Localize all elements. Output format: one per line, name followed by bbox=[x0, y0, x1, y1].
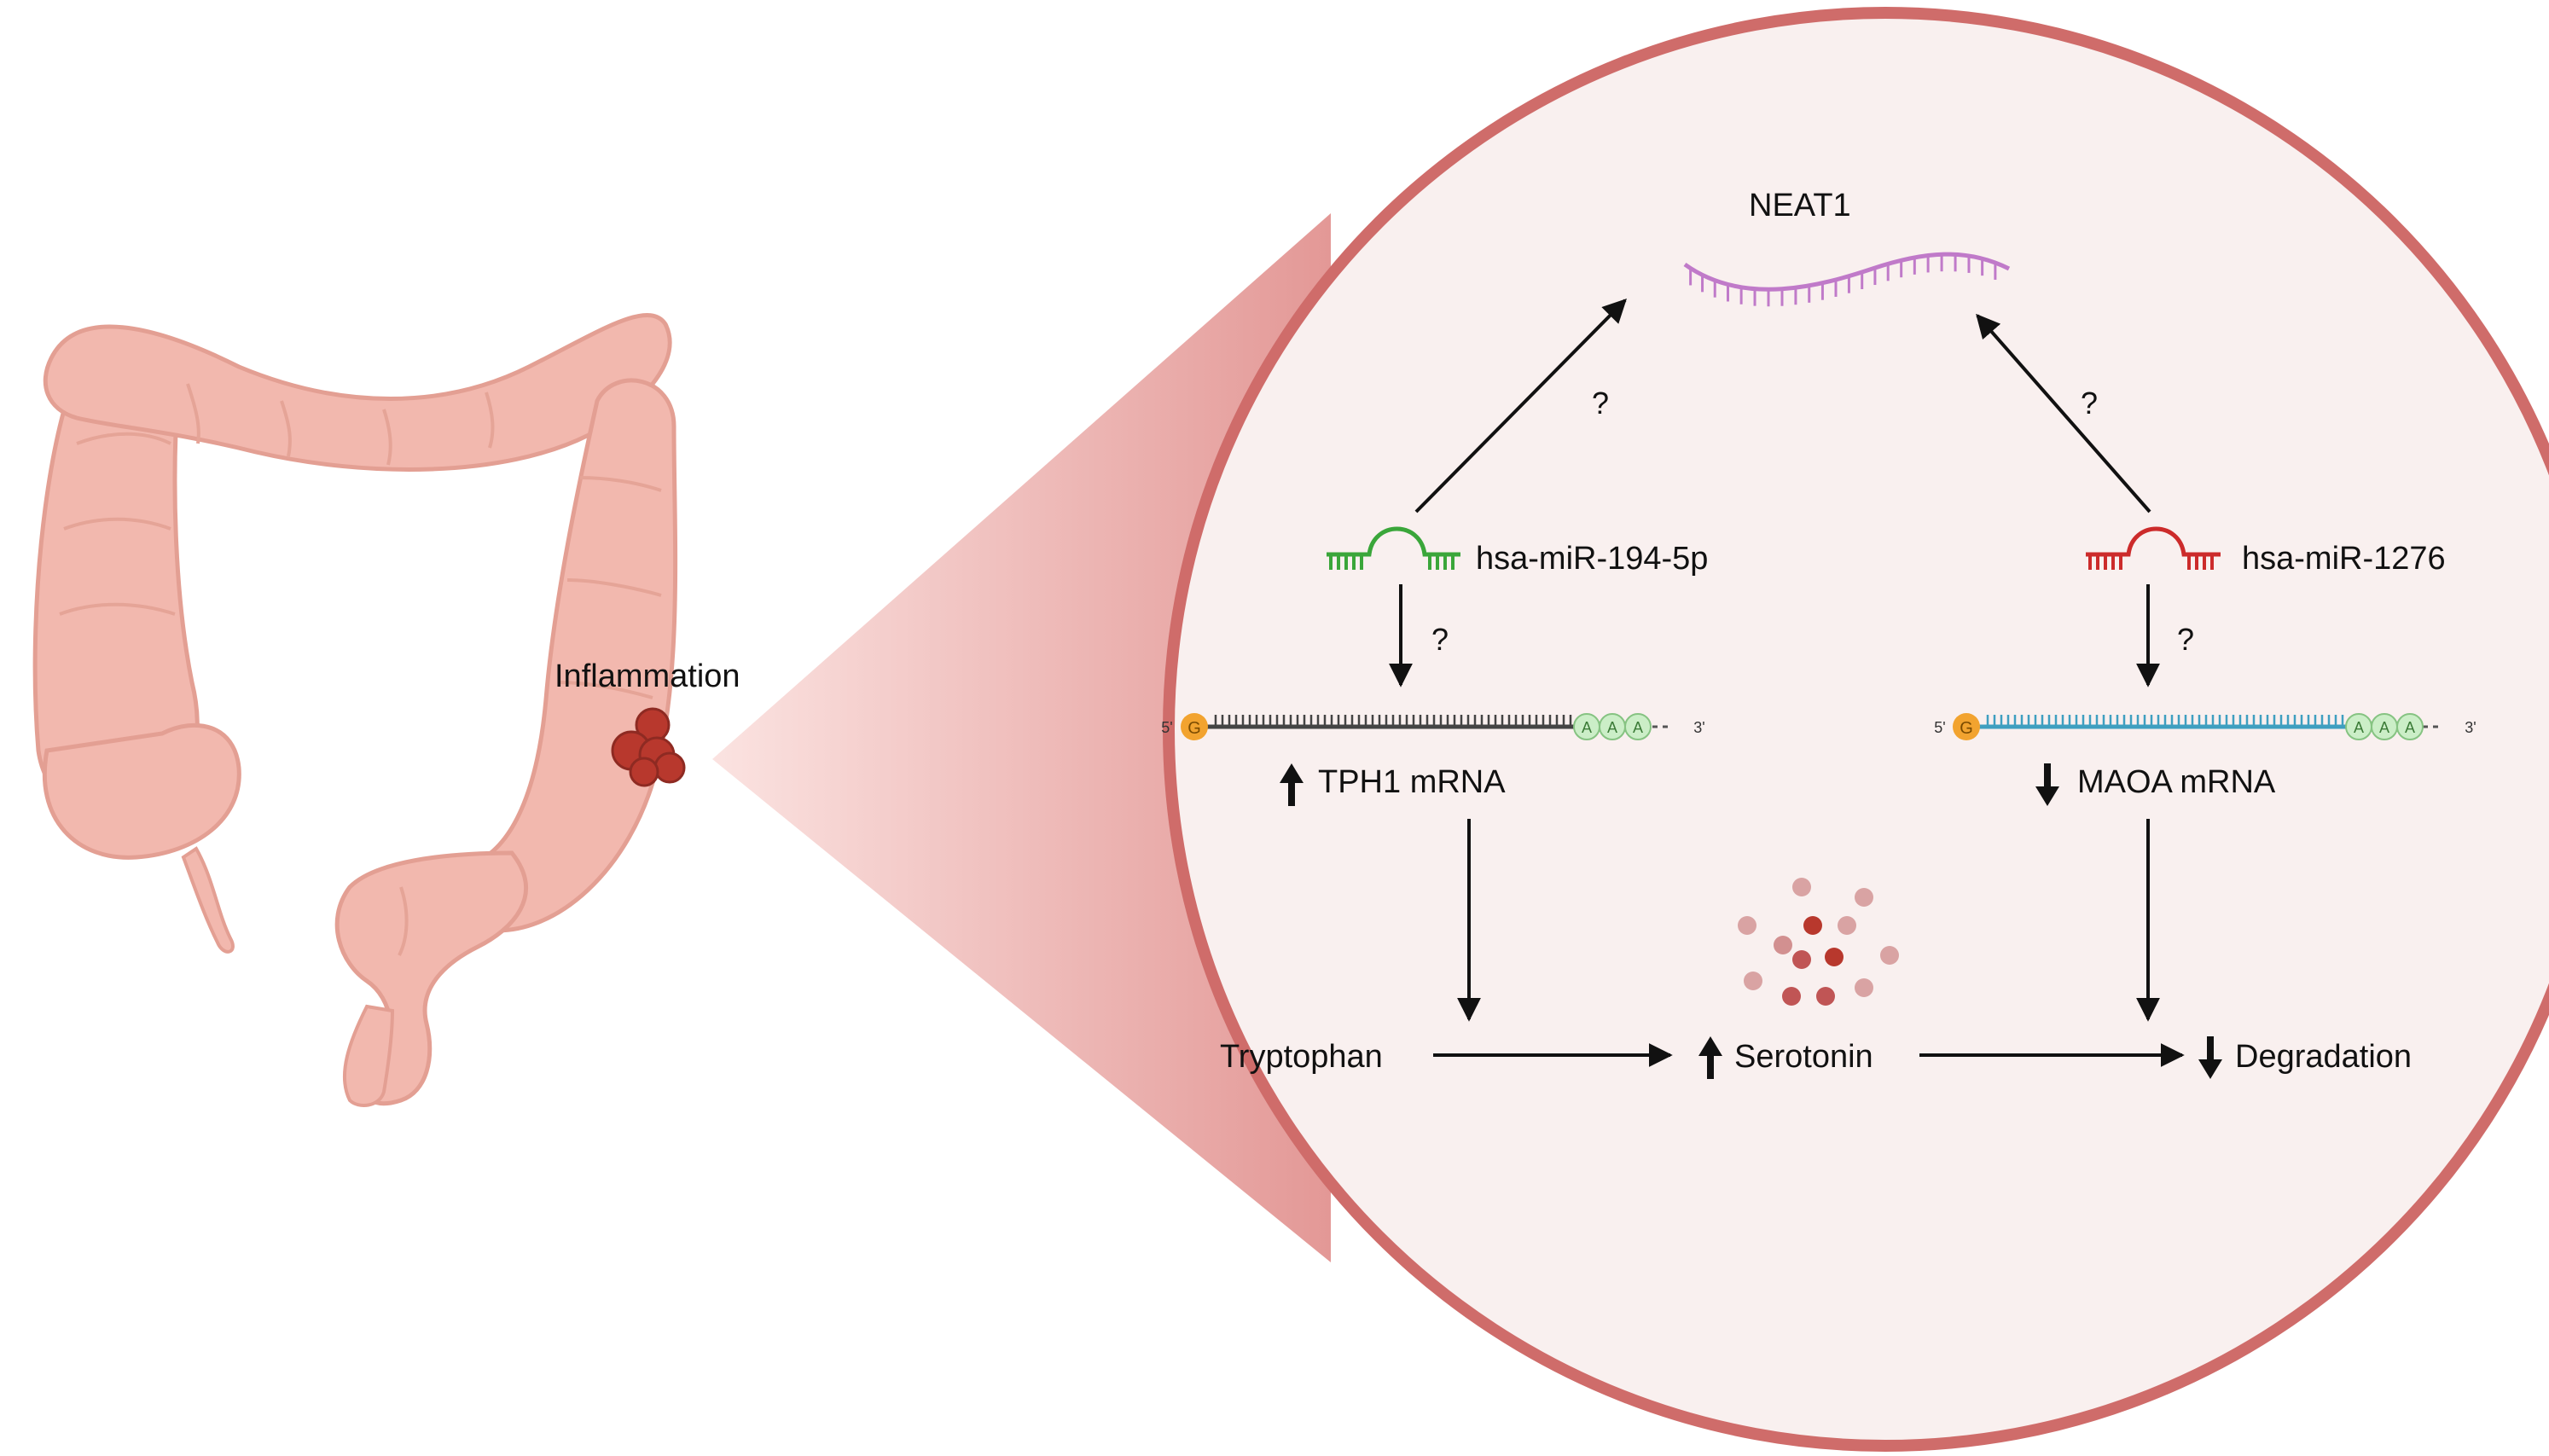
tph1-poly-a-2: A bbox=[1607, 719, 1617, 736]
serotonin-up-arrow-icon bbox=[1698, 1036, 1722, 1079]
question-mark-mir194-neat1: ? bbox=[1592, 386, 1610, 421]
maoa-three-prime: 3' bbox=[2465, 719, 2476, 736]
zoom-cone bbox=[712, 213, 1331, 1262]
inflammation-label: Inflammation bbox=[555, 658, 740, 694]
maoa-poly-a-1: A bbox=[2354, 719, 2364, 736]
inflammation-tumor bbox=[611, 707, 686, 787]
neat1-rna-teeth bbox=[1689, 254, 1997, 307]
mir-194-teeth bbox=[1329, 554, 1454, 570]
maoa-cap bbox=[1953, 713, 1980, 740]
degradation-label: Degradation bbox=[2235, 1039, 2413, 1075]
maoa-poly-a-2: A bbox=[2379, 719, 2389, 736]
mir-194-label: hsa-miR-194-5p bbox=[1476, 541, 1709, 577]
tryptophan-label: Tryptophan bbox=[1220, 1039, 1383, 1075]
mir-1276-label: hsa-miR-1276 bbox=[2242, 541, 2446, 577]
tph1-poly-a bbox=[1573, 713, 1652, 740]
tph1-up-arrow-icon bbox=[1280, 763, 1304, 806]
tph1-five-prime: 5' bbox=[1161, 719, 1172, 736]
tph1-label: TPH1 mRNA bbox=[1318, 764, 1506, 800]
degradation-down-arrow-icon bbox=[2198, 1036, 2222, 1079]
mir-194-icon bbox=[1327, 526, 1460, 557]
mir-1276-icon bbox=[2086, 526, 2221, 557]
maoa-label: MAOA mRNA bbox=[2077, 764, 2276, 800]
maoa-poly-a bbox=[2345, 713, 2424, 740]
maoa-down-arrow-icon bbox=[2035, 763, 2059, 806]
maoa-five-prime: 5' bbox=[1934, 719, 1945, 736]
zoom-circle bbox=[1163, 7, 2549, 1452]
neat1-label: NEAT1 bbox=[1749, 188, 1851, 223]
tph1-poly-a-3: A bbox=[1633, 719, 1643, 736]
arrow-mir194-to-neat1 bbox=[1414, 299, 1627, 513]
serotonin-label: Serotonin bbox=[1734, 1039, 1873, 1075]
colon-illustration bbox=[32, 313, 678, 1107]
neat1-rna-icon bbox=[1683, 252, 2011, 292]
serotonin-molecules-icon bbox=[1738, 878, 1899, 1006]
tph1-cap bbox=[1181, 713, 1208, 740]
question-mark-mir1276-maoa: ? bbox=[2177, 622, 2195, 657]
tph1-strand-teeth bbox=[1214, 715, 1572, 727]
tph1-three-prime: 3' bbox=[1693, 719, 1704, 736]
question-mark-mir1276-neat1: ? bbox=[2081, 386, 2099, 421]
maoa-poly-a-3: A bbox=[2405, 719, 2415, 736]
question-mark-mir194-tph1: ? bbox=[1431, 622, 1449, 657]
arrow-mir1276-to-neat1 bbox=[1976, 313, 2151, 513]
mir-1276-teeth bbox=[2088, 554, 2214, 570]
maoa-strand-teeth bbox=[1986, 715, 2344, 727]
tph1-cap-label: G bbox=[1187, 719, 1201, 738]
tph1-poly-a-1: A bbox=[1582, 719, 1592, 736]
maoa-cap-label: G bbox=[1960, 719, 1973, 738]
